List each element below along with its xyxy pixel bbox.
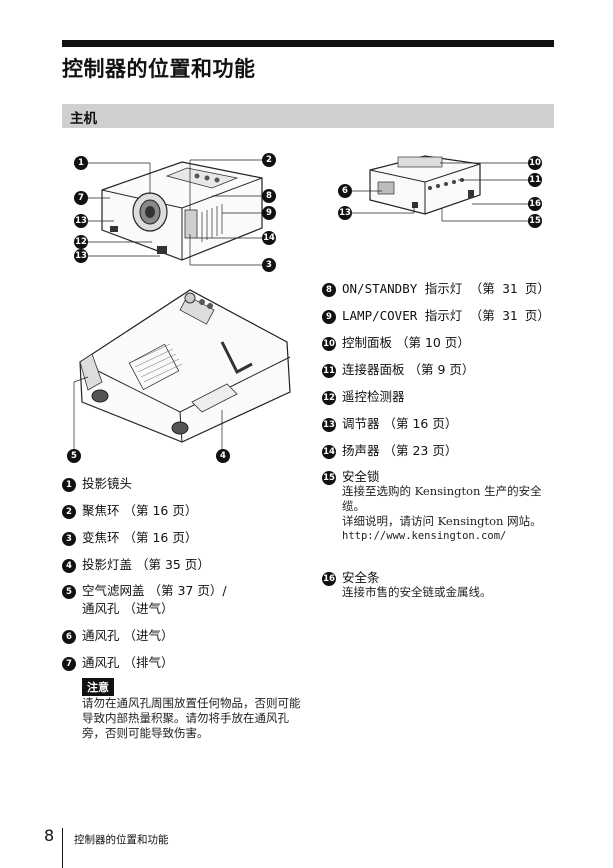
callout-16: 16 [528,197,542,211]
list-item-label: 安全锁 [342,469,380,484]
list-item-label: LAMP/COVER 指示灯 （第 31 页） [342,308,550,323]
callout-13b: 13 [74,249,88,263]
list-item-label: 连接器面板 （第 9 页） [342,362,475,377]
list-item-label: 投影灯盖 （第 35 页） [82,557,210,572]
list-item-label: 扬声器 （第 23 页） [342,443,458,458]
callout-12: 12 [74,235,88,249]
note-text: 请勿在通风孔周围放置任何物品，否则可能导致内部热量积聚。请勿将手放在通风孔旁，否… [82,696,301,740]
callout-1: 1 [74,156,88,170]
footer-title: 控制器的位置和功能 [74,834,169,846]
list-item-label: 控制面板 （第 10 页） [342,335,470,350]
projector-rear-figure [348,155,528,222]
callout-4: 4 [216,449,230,463]
title-rule [62,40,554,47]
kensington-url: http://www.kensington.com/ [342,530,507,542]
list-item-sublabel: 通风孔 （进气） [82,601,174,616]
callout-11: 11 [528,173,542,187]
projector-front-figure [86,159,263,266]
list-item-label: 空气滤网盖 （第 37 页）/ [82,583,227,598]
item15-description: 连接至选购的 Kensington 生产的安全缆。 详细说明，请访问 Kensi… [342,484,552,544]
callout-7: 7 [74,191,88,205]
page-title: 控制器的位置和功能 [62,57,256,81]
page-number: 8 [44,826,55,845]
list-item-label: 聚焦环 （第 16 页） [82,503,198,518]
list-item-label: 安全条 [342,570,380,585]
list-item-label: 投影镜头 [82,476,133,491]
list-item-label: 通风孔 （排气） [82,655,174,670]
footer-divider [62,828,63,868]
callout-13c: 13 [338,206,352,220]
section-title: 主机 [70,111,97,127]
list-item-label: 变焦环 （第 16 页） [82,530,198,545]
callout-14: 14 [262,231,276,245]
note-tag: 注意 [82,678,114,696]
callout-15: 15 [528,214,542,228]
section-bar [62,104,554,128]
callout-8: 8 [262,189,276,203]
callout-10: 10 [528,156,542,170]
callout-3: 3 [262,258,276,272]
list-item-label: 遥控检测器 [342,389,405,404]
list-item-label: ON/STANDBY 指示灯 （第 31 页） [342,281,550,296]
callout-13a: 13 [74,214,88,228]
list-item-label: 通风孔 （进气） [82,628,174,643]
callout-5: 5 [67,449,81,463]
projector-bottom-figure [73,289,291,450]
callout-9: 9 [262,206,276,220]
list-item-label: 调节器 （第 16 页） [342,416,458,431]
callout-6: 6 [338,184,352,198]
callout-2: 2 [262,153,276,167]
item16-description: 连接市售的安全链或金属线。 [342,585,492,599]
